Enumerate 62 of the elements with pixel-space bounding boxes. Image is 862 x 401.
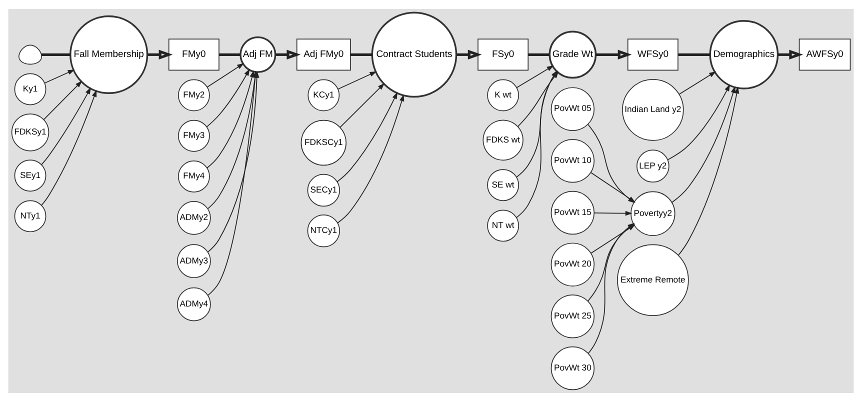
arrow — [668, 84, 730, 160]
node-circle: LEP y2 — [636, 149, 670, 182]
node-circle: SEy1 — [14, 159, 46, 192]
node-circle: PovWt 05 — [550, 86, 595, 130]
arrow — [678, 70, 716, 94]
node-circle: Povertyy2 — [630, 190, 676, 236]
node-circle: NT wt — [487, 209, 520, 242]
node-circle: FDKSy1 — [11, 113, 50, 151]
arrow — [206, 62, 244, 87]
arrow — [672, 86, 736, 202]
node-circle: FDKSCy1 — [300, 119, 347, 166]
node-circle: FMy4 — [178, 160, 210, 192]
arrow — [778, 49, 804, 59]
connector — [219, 52, 240, 56]
node-box: Adj FMy0 — [296, 38, 351, 70]
arrow — [43, 80, 82, 120]
arrow — [41, 86, 91, 164]
node-box: FSy0 — [478, 38, 529, 70]
node-circle: Ky1 — [14, 72, 46, 105]
node-circle: Extreme Remote — [617, 244, 689, 316]
arrow — [456, 49, 482, 59]
arrow — [337, 94, 404, 223]
arrow — [678, 86, 740, 255]
node-circle: FMy2 — [178, 78, 210, 111]
node-box: WFSy0 — [627, 38, 678, 70]
node-circle: KCy1 — [308, 78, 340, 111]
node-circle: K wt — [487, 78, 520, 111]
node-circle: Adj FM — [240, 36, 276, 72]
node-circle: FDKS wt — [482, 119, 524, 160]
arrow — [276, 49, 301, 59]
node-circle: ADMy3 — [176, 244, 211, 278]
node-circle: PovWt 10 — [550, 138, 595, 182]
connector — [528, 52, 550, 56]
node-circle: PovWt 20 — [550, 242, 595, 286]
arrow — [336, 92, 398, 182]
node-circle: PovWt 25 — [550, 294, 595, 338]
connector — [678, 52, 710, 56]
node-circle: NTCy1 — [307, 214, 340, 247]
node-circle: SE wt — [487, 168, 520, 201]
connector — [350, 52, 372, 56]
arrow — [147, 49, 173, 59]
connector — [42, 52, 70, 56]
node-circle: ADMy2 — [176, 200, 211, 234]
arrow — [516, 64, 554, 88]
node-cloud — [18, 44, 42, 64]
arrow — [206, 68, 250, 127]
arrow — [44, 69, 75, 83]
arrow — [340, 82, 385, 128]
node-circle: PovWt 15 — [550, 190, 595, 234]
node-box: FMy0 — [168, 38, 220, 70]
arrow — [594, 210, 632, 216]
node-circle: Indian Land y2 — [622, 78, 684, 140]
node-circle: NTy1 — [14, 200, 46, 232]
node-circle: FMy3 — [178, 119, 210, 152]
arrow — [41, 89, 97, 206]
node-circle: ADMy4 — [176, 286, 211, 321]
node-circle: SECy1 — [307, 173, 340, 206]
arrow — [596, 49, 632, 59]
arrow — [338, 70, 377, 90]
node-box: AWFSy0 — [798, 38, 851, 70]
node-circle: PovWt 30 — [550, 346, 595, 390]
node-circle: Contract Students — [371, 11, 458, 98]
